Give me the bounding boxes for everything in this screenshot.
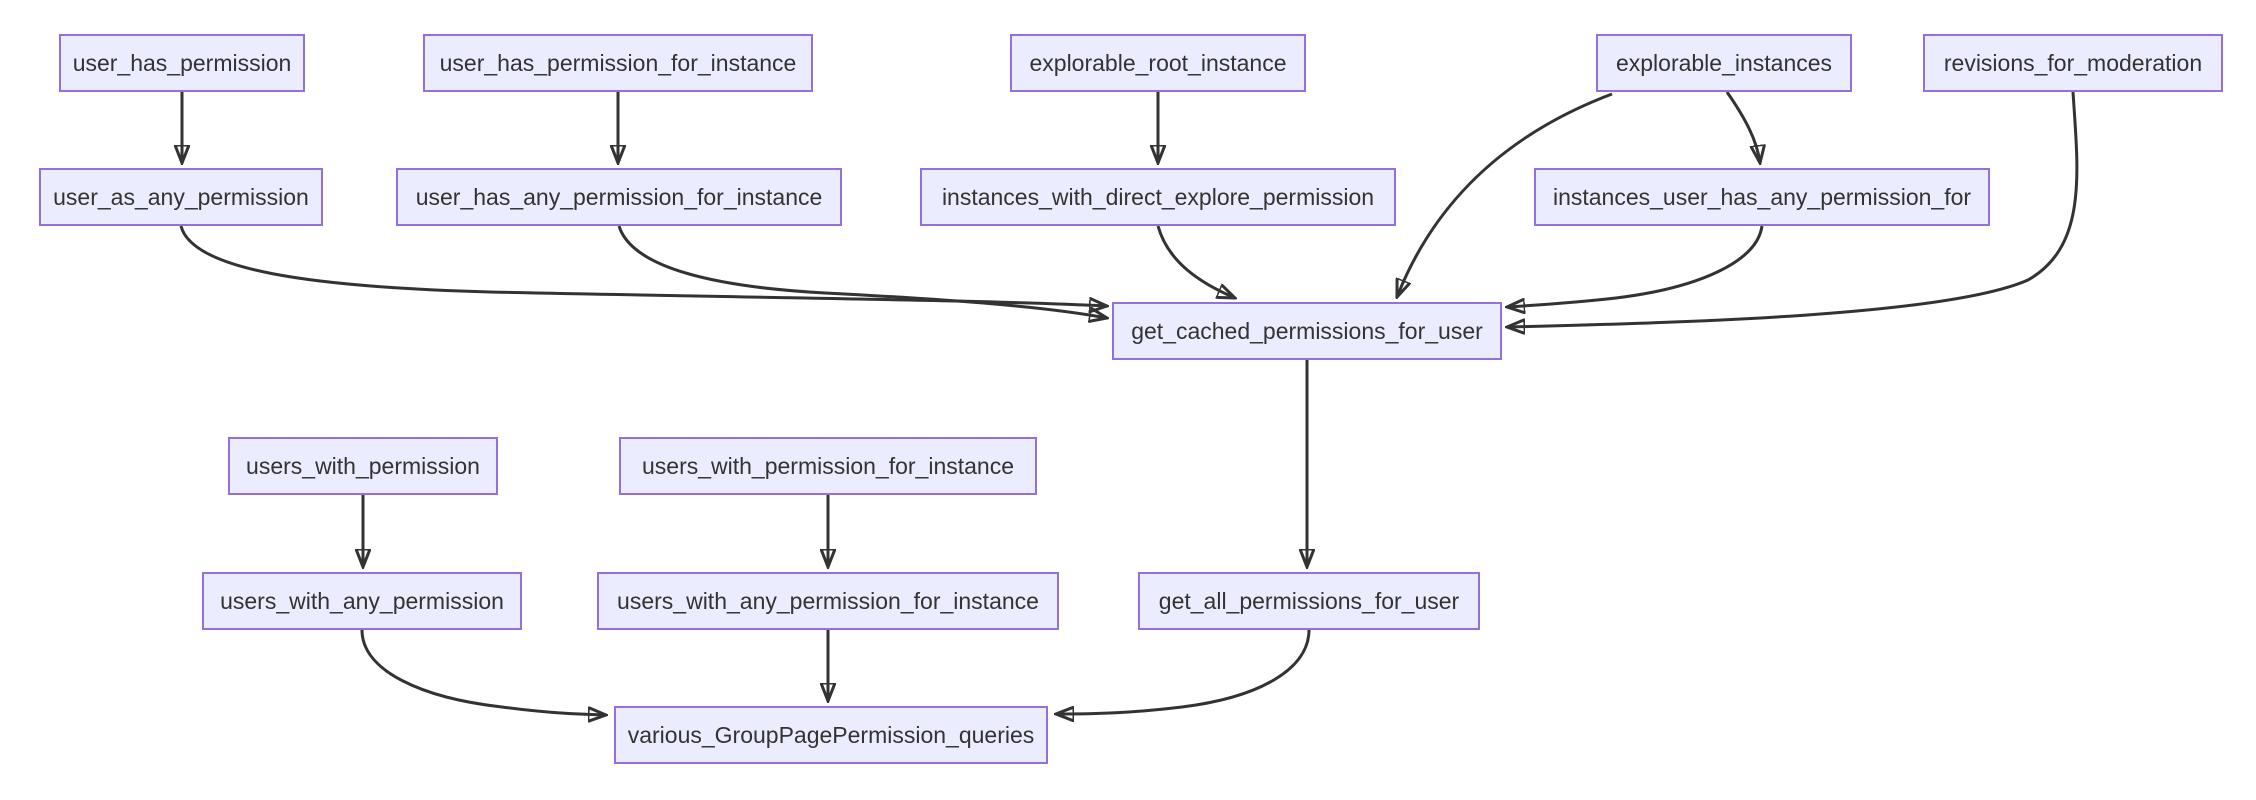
node-user-has-any-permission-for-instance: user_has_any_permission_for_instance <box>396 168 842 226</box>
edge-get-all-permissions-for-user-to-various-grouppagepermission-queries <box>1056 629 1311 714</box>
edge-explorable-instances-to-get-cached-permissions-for-user <box>1397 92 1613 297</box>
node-users-with-any-permission-for-instance: users_with_any_permission_for_instance <box>597 572 1059 630</box>
edge-user-has-any-permission-for-instance-to-get-cached-permissions-for-user <box>617 225 1107 318</box>
node-users-with-permission: users_with_permission <box>228 437 498 495</box>
node-users-with-any-permission: users_with_any_permission <box>202 572 522 630</box>
edge-users-with-any-permission-to-various-grouppagepermission-queries <box>360 629 606 715</box>
node-user-has-permission: user_has_permission <box>59 34 305 92</box>
edge-instances-with-direct-explore-permission-to-get-cached-permissions-for-user <box>1156 225 1235 298</box>
node-instances-with-direct-explore-permission: instances_with_direct_explore_permission <box>920 168 1396 226</box>
node-explorable-root-instance: explorable_root_instance <box>1010 34 1306 92</box>
node-users-with-permission-for-instance: users_with_permission_for_instance <box>619 437 1037 495</box>
edge-revisions-for-moderation-to-get-cached-permissions-for-user <box>1507 91 2079 327</box>
node-explorable-instances: explorable_instances <box>1596 34 1852 92</box>
node-instances-user-has-any-permission-for: instances_user_has_any_permission_for <box>1534 168 1990 226</box>
node-revisions-for-moderation: revisions_for_moderation <box>1923 34 2223 92</box>
edge-instances-user-has-any-permission-for-to-get-cached-permissions-for-user <box>1507 225 1764 307</box>
node-user-as-any-permission: user_as_any_permission <box>39 168 323 226</box>
edge-user-as-any-permission-to-get-cached-permissions-for-user <box>179 225 1107 306</box>
node-various-grouppagepermission-queries: various_GroupPagePermission_queries <box>614 706 1048 764</box>
node-get-cached-permissions-for-user: get_cached_permissions_for_user <box>1112 302 1502 360</box>
edge-explorable-instances-to-instances-user-has-any-permission-for <box>1725 91 1760 163</box>
node-user-has-permission-for-instance: user_has_permission_for_instance <box>423 34 813 92</box>
node-get-all-permissions-for-user: get_all_permissions_for_user <box>1138 572 1480 630</box>
